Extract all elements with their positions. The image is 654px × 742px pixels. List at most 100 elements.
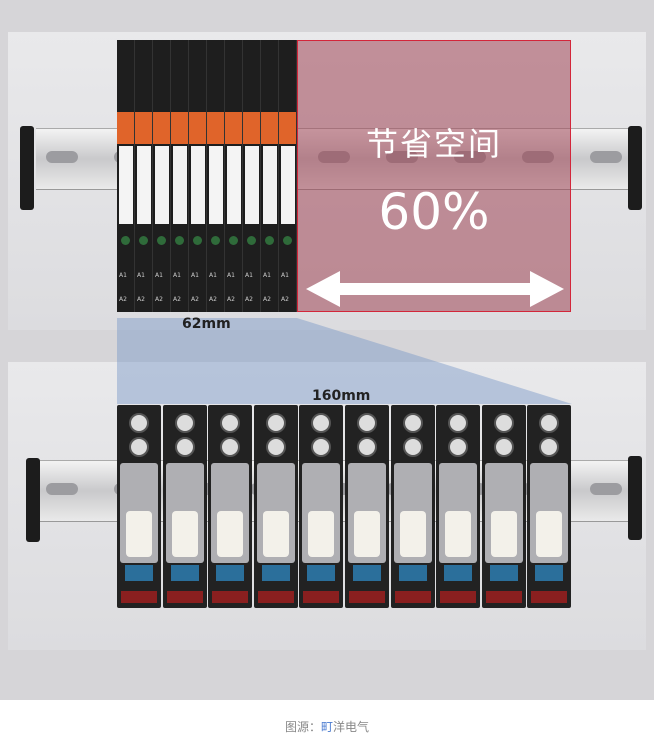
led-indicator [265, 236, 274, 245]
image-caption: 图源：町洋电气 [0, 718, 654, 735]
red-terminal [485, 591, 522, 603]
orange-strip [171, 112, 188, 144]
space-saving-overlay: 节省空间 60% [297, 40, 571, 312]
terminal-a2: A2 [245, 296, 253, 303]
overlay-percent: 60% [378, 183, 490, 241]
rail-slot [46, 483, 78, 495]
led-indicator [157, 236, 166, 245]
screw-icon [174, 413, 195, 433]
screw-icon [357, 413, 377, 433]
standard-relay [436, 405, 481, 608]
screw-icon [265, 413, 286, 433]
orange-strip [117, 112, 134, 144]
led-indicator [139, 236, 148, 245]
rail-end-clamp [628, 456, 642, 540]
blue-socket [170, 565, 199, 581]
rail-slot [590, 151, 622, 163]
screw-icon [493, 413, 514, 433]
led-indicator [211, 236, 220, 245]
terminal-a2: A2 [137, 296, 145, 303]
terminal-a1: A1 [263, 272, 271, 279]
blue-socket [489, 565, 518, 581]
terminal-a2: A2 [155, 296, 163, 303]
standard-relay [299, 405, 344, 608]
red-terminal [394, 591, 431, 603]
relay-coil [126, 511, 152, 557]
relay-window [155, 146, 169, 224]
standard-relay [117, 405, 161, 608]
screw-icon [265, 437, 286, 457]
rail-end-clamp [628, 126, 642, 210]
relay-coil [399, 511, 426, 557]
caption-source-link[interactable]: 町 [320, 720, 333, 734]
terminal-a2: A2 [119, 296, 127, 303]
terminal-a2: A2 [263, 296, 271, 303]
orange-strip [207, 112, 224, 144]
terminal-a1: A1 [155, 272, 163, 279]
screw-icon [220, 437, 241, 457]
orange-strip [279, 112, 296, 144]
terminal-a1: A1 [137, 272, 145, 279]
orange-strip [225, 112, 242, 144]
standard-relay [208, 405, 253, 608]
screw-icon [357, 437, 377, 457]
rail-end-clamp [20, 126, 34, 210]
terminal-a1: A1 [281, 272, 289, 279]
orange-strip [189, 112, 206, 144]
terminal-a1: A1 [191, 272, 199, 279]
red-terminal [121, 591, 157, 603]
screw-icon [311, 437, 332, 457]
relay-coil [354, 511, 380, 557]
relay-window [173, 146, 187, 224]
relay-window [281, 146, 295, 224]
red-terminal [440, 591, 477, 603]
terminal-a2: A2 [227, 296, 235, 303]
rail-end-clamp [26, 458, 40, 542]
blue-socket [261, 565, 290, 581]
relay-window [263, 146, 277, 224]
screw-icon [448, 437, 469, 457]
orange-strip [243, 112, 260, 144]
relay-window [245, 146, 259, 224]
width-label-small: 62mm [182, 316, 231, 332]
orange-strip [153, 112, 170, 144]
relay-window [227, 146, 241, 224]
screw-icon [220, 413, 241, 433]
screw-icon [129, 413, 149, 433]
blue-socket [216, 565, 245, 581]
led-indicator [193, 236, 202, 245]
blue-socket [535, 565, 564, 581]
terminal-a1: A1 [227, 272, 235, 279]
terminal-a1: A1 [209, 272, 217, 279]
red-terminal [257, 591, 294, 603]
relay-window [119, 146, 133, 224]
caption-prefix: 图源： [284, 720, 321, 734]
terminal-a1: A1 [119, 272, 127, 279]
caption-source: 洋电气 [333, 720, 370, 734]
relay-coil [171, 511, 198, 557]
rail-slot [590, 483, 622, 495]
terminal-a2: A2 [173, 296, 181, 303]
terminal-a2: A2 [209, 296, 217, 303]
screw-icon [311, 413, 332, 433]
relay-window [191, 146, 205, 224]
screw-icon [129, 437, 149, 457]
red-terminal [349, 591, 385, 603]
red-terminal [531, 591, 568, 603]
screw-icon [174, 437, 195, 457]
relay-coil [445, 511, 472, 557]
red-terminal [303, 591, 340, 603]
standard-relay [345, 405, 389, 608]
led-indicator [283, 236, 292, 245]
led-indicator [229, 236, 238, 245]
projection-shade [117, 318, 572, 404]
screw-icon [402, 437, 423, 457]
